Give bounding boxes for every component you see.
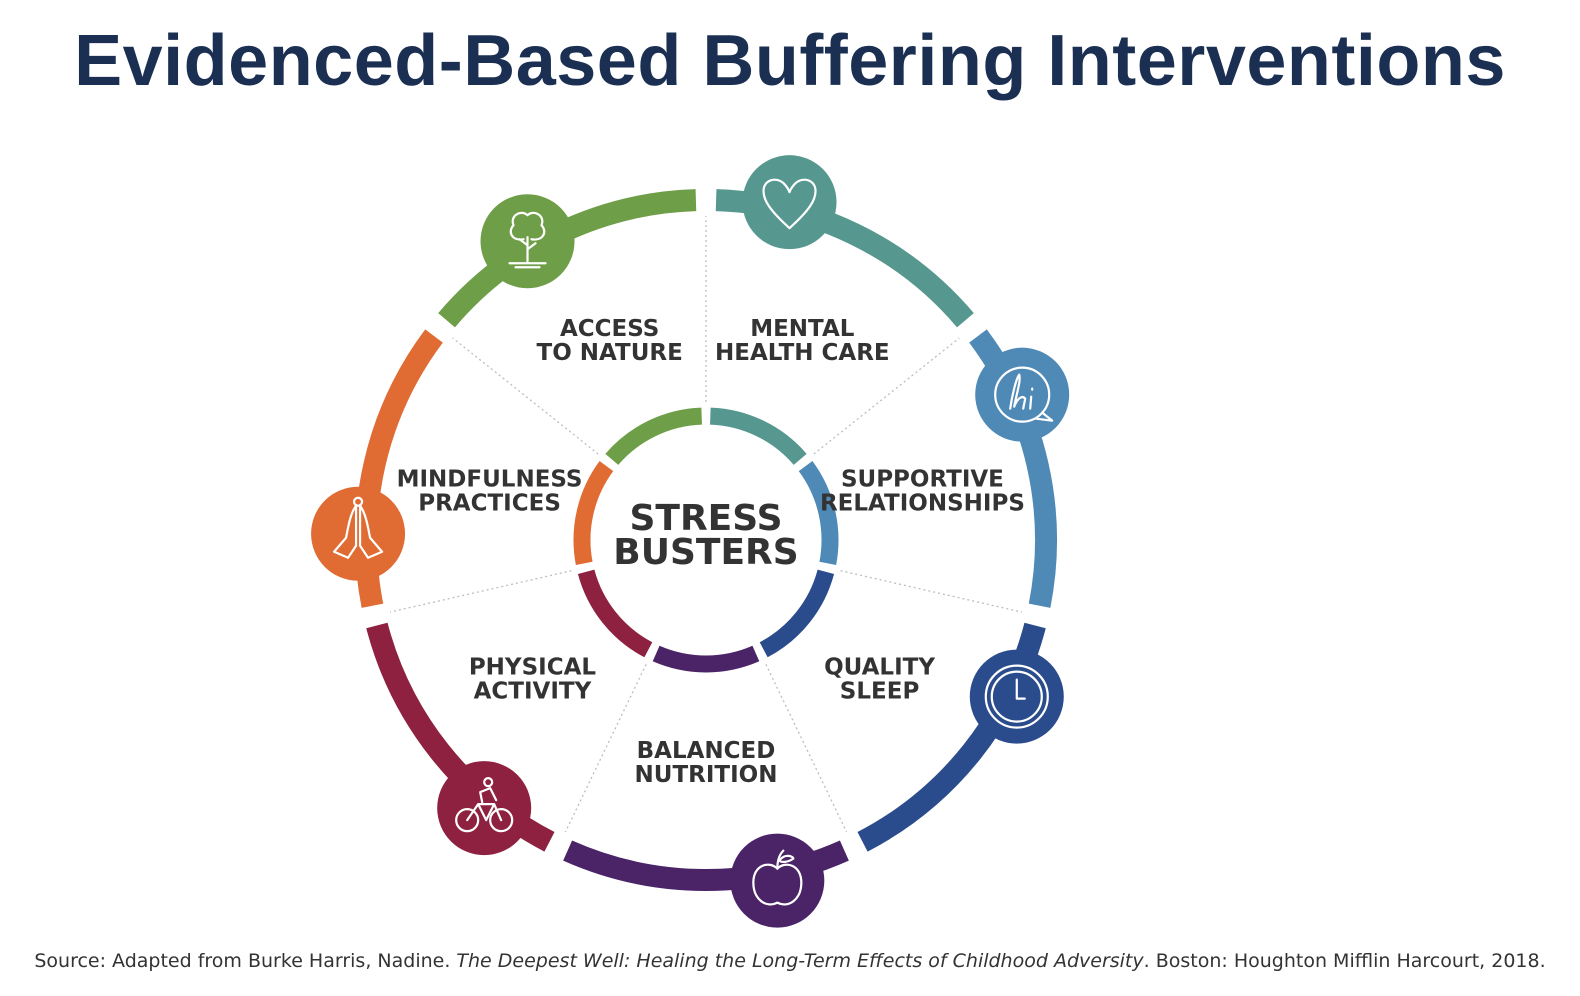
inner-ring [573, 407, 839, 673]
balanced-nutrition-label-line-2: NUTRITION [635, 762, 778, 788]
supportive-relationships-label-line-1: SUPPORTIVE [841, 467, 1004, 493]
divider-line-5 [564, 664, 647, 833]
supportive-relationships-label-line-2: RELATIONSHIPS [820, 491, 1025, 517]
divider-line-6 [389, 570, 572, 613]
divider-lines [389, 216, 1023, 833]
access-to-nature-inner-arc [605, 407, 703, 466]
heart-icon [742, 155, 837, 250]
source-prefix: Source: Adapted from Burke Harris, Nadin… [34, 950, 457, 972]
center-label-line-2: BUSTERS [613, 532, 798, 573]
hi-speech-bubble-icon [975, 347, 1070, 442]
divider-line-7 [452, 337, 599, 455]
divider-line-4 [765, 664, 848, 833]
segment-icons [311, 155, 1070, 928]
center-label: STRESS BUSTERS [613, 498, 798, 573]
mindfulness-practices-label-line-2: PRACTICES [418, 491, 561, 517]
source-suffix: . Boston: Houghton Mifflin Harcourt, 201… [1143, 950, 1546, 972]
clock-icon [969, 649, 1064, 744]
divider-line-3 [840, 570, 1023, 613]
source-citation: Source: Adapted from Burke Harris, Nadin… [0, 950, 1580, 972]
praying-hands-icon [311, 486, 406, 581]
mindfulness-practices-inner-arc [573, 461, 614, 565]
physical-activity-label-line-2: ACTIVITY [474, 678, 592, 704]
mental-health-care-label-line-1: MENTAL [750, 316, 855, 342]
balanced-nutrition-label-line-1: BALANCED [637, 738, 776, 764]
divider-line-2 [813, 337, 960, 455]
quality-sleep-inner-arc [759, 569, 835, 658]
access-to-nature-outer-arc [438, 189, 697, 328]
source-book-title: The Deepest Well: Healing the Long-Term … [456, 950, 1144, 972]
apple-icon [730, 833, 825, 928]
supportive-relationships-inner-arc [798, 461, 839, 565]
tree-icon [480, 194, 575, 289]
center-label-line-1: STRESS [629, 498, 782, 539]
quality-sleep-label-line-1: QUALITY [824, 654, 935, 680]
access-to-nature-label-line-1: ACCESS [560, 316, 659, 342]
mental-health-care-label-line-2: HEALTH CARE [715, 340, 890, 366]
physical-activity-label-line-1: PHYSICAL [469, 654, 597, 680]
access-to-nature-label-line-2: TO NATURE [537, 340, 683, 366]
cyclist-icon [437, 761, 532, 856]
quality-sleep-label-line-2: SLEEP [840, 678, 920, 704]
page-title: Evidenced-Based Buffering Interventions [74, 21, 1506, 101]
mental-health-care-inner-arc [709, 407, 807, 466]
physical-activity-inner-arc [577, 569, 653, 658]
balanced-nutrition-inner-arc [652, 645, 760, 673]
mindfulness-practices-label-line-1: MINDFULNESS [397, 467, 583, 493]
